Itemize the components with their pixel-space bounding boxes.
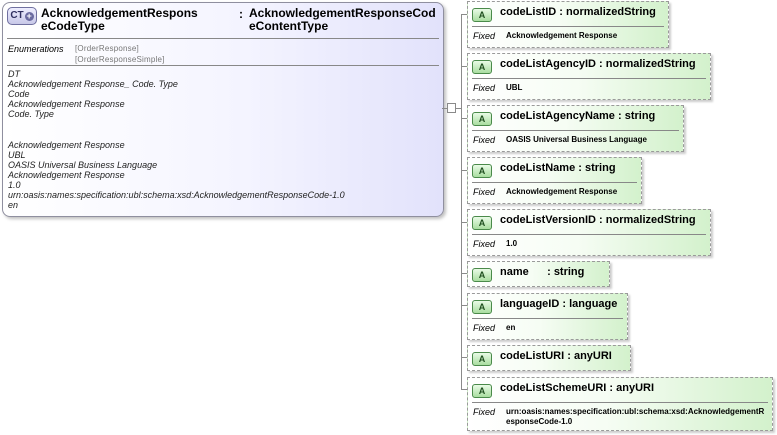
attribute-name: codeListID : normalizedString (500, 6, 656, 18)
complex-type-badge-label: CT (10, 10, 24, 21)
connector-line (447, 103, 455, 104)
attribute-name: languageID : language (500, 298, 618, 310)
connector-branch (461, 14, 467, 15)
complex-type-box: CT+ AcknowledgementResponseCodeType : Ac… (2, 2, 444, 217)
connector-branch (461, 66, 467, 67)
fixed-label: Fixed (473, 31, 496, 41)
type-separator: : (239, 7, 243, 21)
connector-branch (461, 389, 467, 390)
attribute-box-codelistagencyname[interactable]: A codeListAgencyName : string Fixed OASI… (467, 105, 684, 152)
enumerations-divider (7, 65, 439, 66)
fixed-label: Fixed (473, 239, 496, 249)
attribute-name: codeListSchemeURI : anyURI (500, 382, 655, 394)
attribute-divider (472, 26, 664, 27)
attribute-box-codelistagencyid[interactable]: A codeListAgencyID : normalizedString Fi… (467, 53, 711, 100)
fixed-value: UBL (506, 83, 523, 92)
header-divider (7, 38, 439, 39)
fixed-label: Fixed (473, 407, 496, 417)
connector-branch (461, 170, 467, 171)
enumerations-label: Enumerations (8, 44, 64, 54)
attribute-icon: A (472, 164, 492, 178)
connector-line (447, 103, 448, 113)
fixed-label: Fixed (473, 135, 496, 145)
attribute-box-codelistschemeuri[interactable]: A codeListSchemeURI : anyURI Fixed urn:o… (467, 377, 773, 431)
attribute-icon: A (472, 268, 492, 282)
connector-branch (461, 222, 467, 223)
attribute-icon: A (472, 60, 492, 74)
attribute-divider (472, 402, 768, 403)
enumeration-value: [OrderResponseSimple] (75, 55, 165, 64)
connector-line (447, 112, 455, 113)
attribute-box-name[interactable]: A name : string (467, 261, 610, 287)
connector-trunk (461, 14, 462, 389)
attribute-name: codeListAgencyID : normalizedString (500, 58, 696, 70)
attribute-divider (472, 234, 706, 235)
attribute-icon: A (472, 300, 492, 314)
fixed-value: urn:oasis:names:specification:ubl:schema… (506, 407, 765, 426)
complex-type-base-type: AcknowledgementResponseCodeContentType (249, 6, 436, 33)
attribute-name: codeListURI : anyURI (500, 350, 612, 362)
attribute-icon: A (472, 216, 492, 230)
complex-type-name: AcknowledgementResponseCodeType (41, 6, 198, 33)
attribute-icon: A (472, 112, 492, 126)
fixed-value: en (506, 323, 516, 332)
fixed-value: Acknowledgement Response (506, 187, 618, 196)
enumeration-value: [OrderResponse] (75, 44, 139, 53)
attribute-divider (472, 318, 623, 319)
connector-branch (461, 357, 467, 358)
attribute-box-codelistversionid[interactable]: A codeListVersionID : normalizedString F… (467, 209, 711, 256)
fixed-label: Fixed (473, 323, 496, 333)
fixed-label: Fixed (473, 187, 496, 197)
expand-plus-icon[interactable]: + (24, 10, 34, 21)
attribute-icon: A (472, 352, 492, 366)
attribute-box-codelisturi[interactable]: A codeListURI : anyURI (467, 345, 631, 371)
attribute-divider (472, 78, 706, 79)
fixed-value: OASIS Universal Business Language (506, 135, 647, 144)
attribute-icon: A (472, 384, 492, 398)
attribute-box-codelistid[interactable]: A codeListID : normalizedString Fixed Ac… (467, 1, 669, 48)
fixed-value: 1.0 (506, 239, 518, 248)
attribute-icon: A (472, 8, 492, 22)
attribute-box-codelistname[interactable]: A codeListName : string Fixed Acknowledg… (467, 157, 642, 204)
connector-line (442, 108, 447, 109)
connector-branch (461, 273, 467, 274)
connector-line (455, 103, 456, 113)
connector-branch (461, 305, 467, 306)
attribute-name: name : string (500, 266, 585, 278)
attribute-divider (472, 182, 637, 183)
fixed-label: Fixed (473, 83, 496, 93)
connector-line (456, 108, 461, 109)
attribute-name: codeListAgencyName : string (500, 110, 656, 122)
attribute-name: codeListVersionID : normalizedString (500, 214, 696, 226)
fixed-value: Acknowledgement Response (506, 31, 618, 40)
attribute-divider (472, 130, 679, 131)
attribute-name: codeListName : string (500, 162, 616, 174)
complex-type-icon: CT+ (7, 7, 37, 25)
attribute-box-languageid[interactable]: A languageID : language Fixed en (467, 293, 628, 340)
connector-branch (461, 118, 467, 119)
